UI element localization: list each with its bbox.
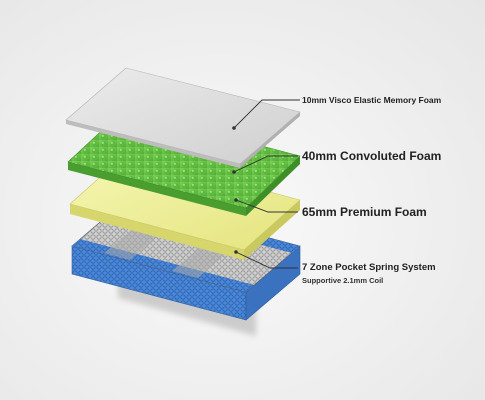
leader-line-convoluted-foam [233,155,298,173]
memory-foam-layer [65,67,301,168]
leader-dot-memory-foam [232,126,236,130]
convoluted-foam-label: 40mm Convoluted Foam [302,149,442,163]
leader-dot-spring-system [234,250,238,254]
leader-dot-premium-foam [234,198,238,202]
leader-lines [233,99,300,269]
premium-foam-label: 65mm Premium Foam [302,205,427,219]
leader-line-spring-system [235,251,298,269]
leader-dot-convoluted-foam [232,170,236,174]
spring-system-label: 7 Zone Pocket Spring System [302,262,436,273]
leader-line-memory-foam [233,99,300,129]
memory-foam-label: 10mm Visco Elastic Memory Foam [302,95,442,105]
spring-system-sublabel: Supportive 2.1mm Coil [302,276,384,285]
leader-line-premium-foam [235,199,298,213]
